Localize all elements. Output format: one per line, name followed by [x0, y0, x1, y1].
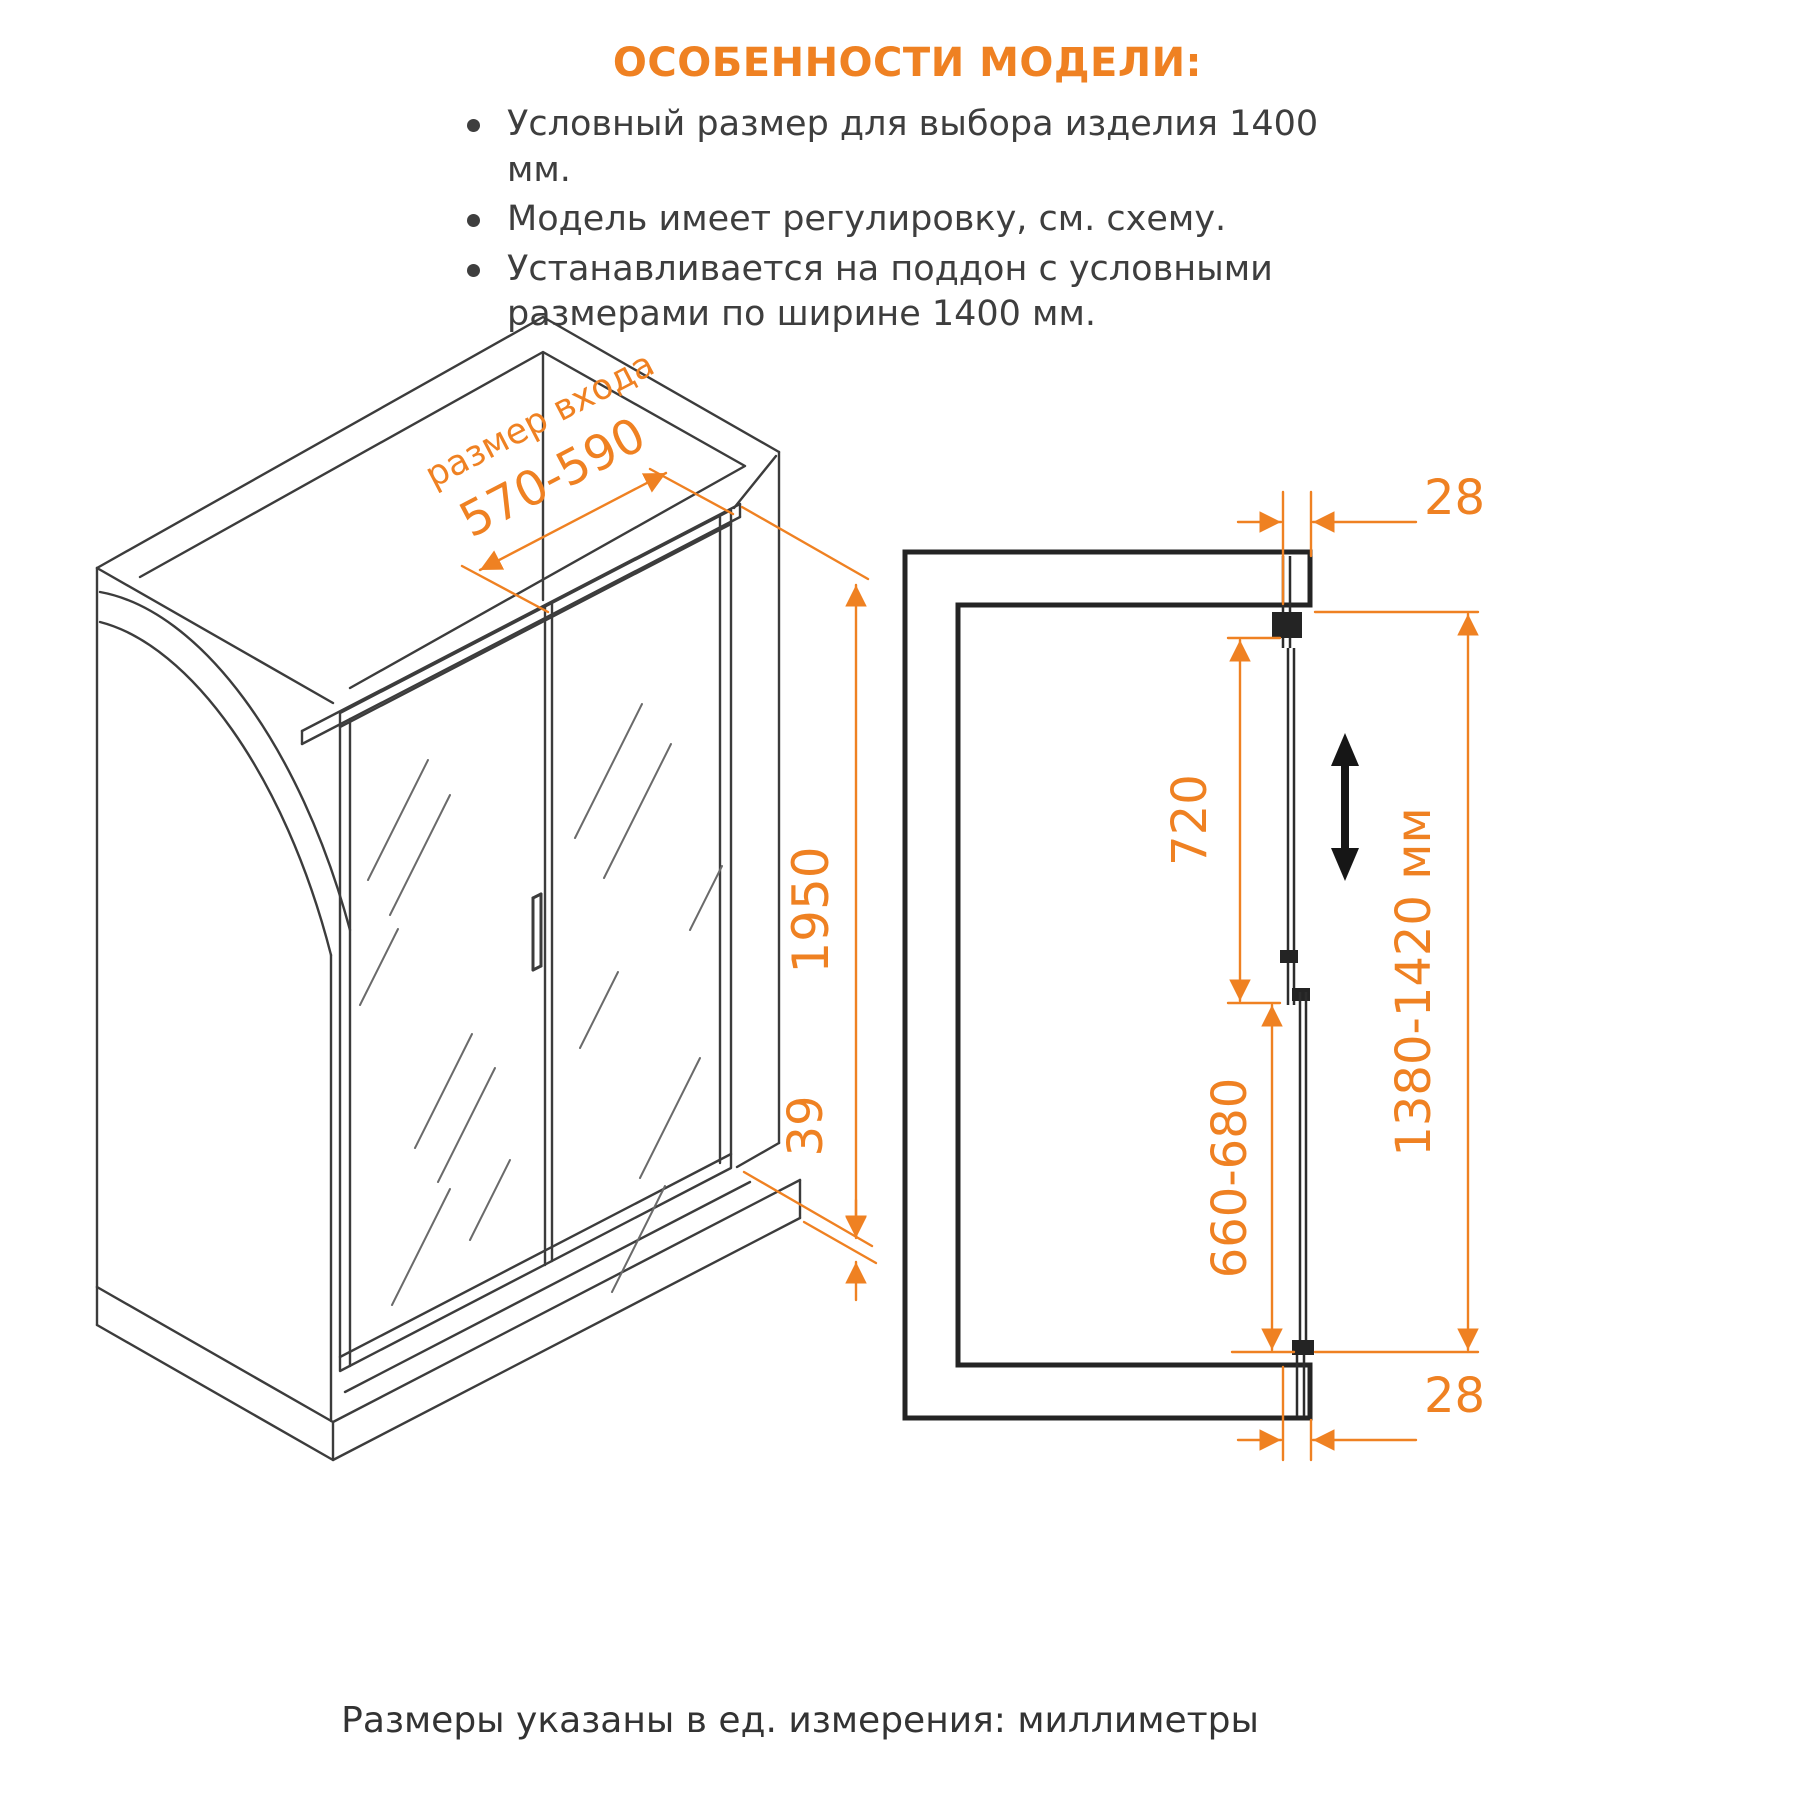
plan-dimensions [1226, 490, 1480, 1462]
plan-view: 28 720 660-680 1380-1420 мм 28 [902, 470, 1485, 1462]
dim-wall-offset-bottom: 28 [1424, 1368, 1485, 1424]
units-note: Размеры указаны в ед. измерения: миллиме… [341, 1700, 1259, 1741]
feature-item: Условный размер для выбора изделия 1400 … [455, 102, 1360, 193]
features-block: ОСОБЕННОСТИ МОДЕЛИ: Условный размер для … [455, 40, 1360, 342]
dim-tray-height: 39 [778, 1095, 834, 1156]
iso-sliding-door [300, 502, 742, 1373]
door-handle [531, 892, 543, 972]
glass-hatching [359, 703, 723, 1306]
dim-overall-width: 1380-1420 мм [1386, 807, 1442, 1156]
isometric-view: размер входа 570-590 1950 39 [95, 315, 878, 1462]
iso-cabin-outline [95, 315, 802, 1462]
feature-item: Устанавливается на поддон с условными ра… [455, 247, 1360, 338]
dim-fixed-panel: 720 [1162, 774, 1218, 866]
plan-door [1272, 556, 1314, 1416]
dim-wall-offset-top: 28 [1424, 470, 1485, 526]
features-list: Условный размер для выбора изделия 1400 … [455, 102, 1360, 338]
plan-walls [902, 549, 1313, 1421]
feature-item: Модель имеет регулировку, см. схему. [455, 197, 1360, 243]
dim-door-height: 1950 [782, 846, 840, 973]
page-title: ОСОБЕННОСТИ МОДЕЛИ: [612, 40, 1203, 86]
dim-door-panel: 660-680 [1202, 1078, 1258, 1279]
slide-adjustment-arrow [1331, 733, 1359, 881]
iso-dimensions [460, 467, 878, 1302]
